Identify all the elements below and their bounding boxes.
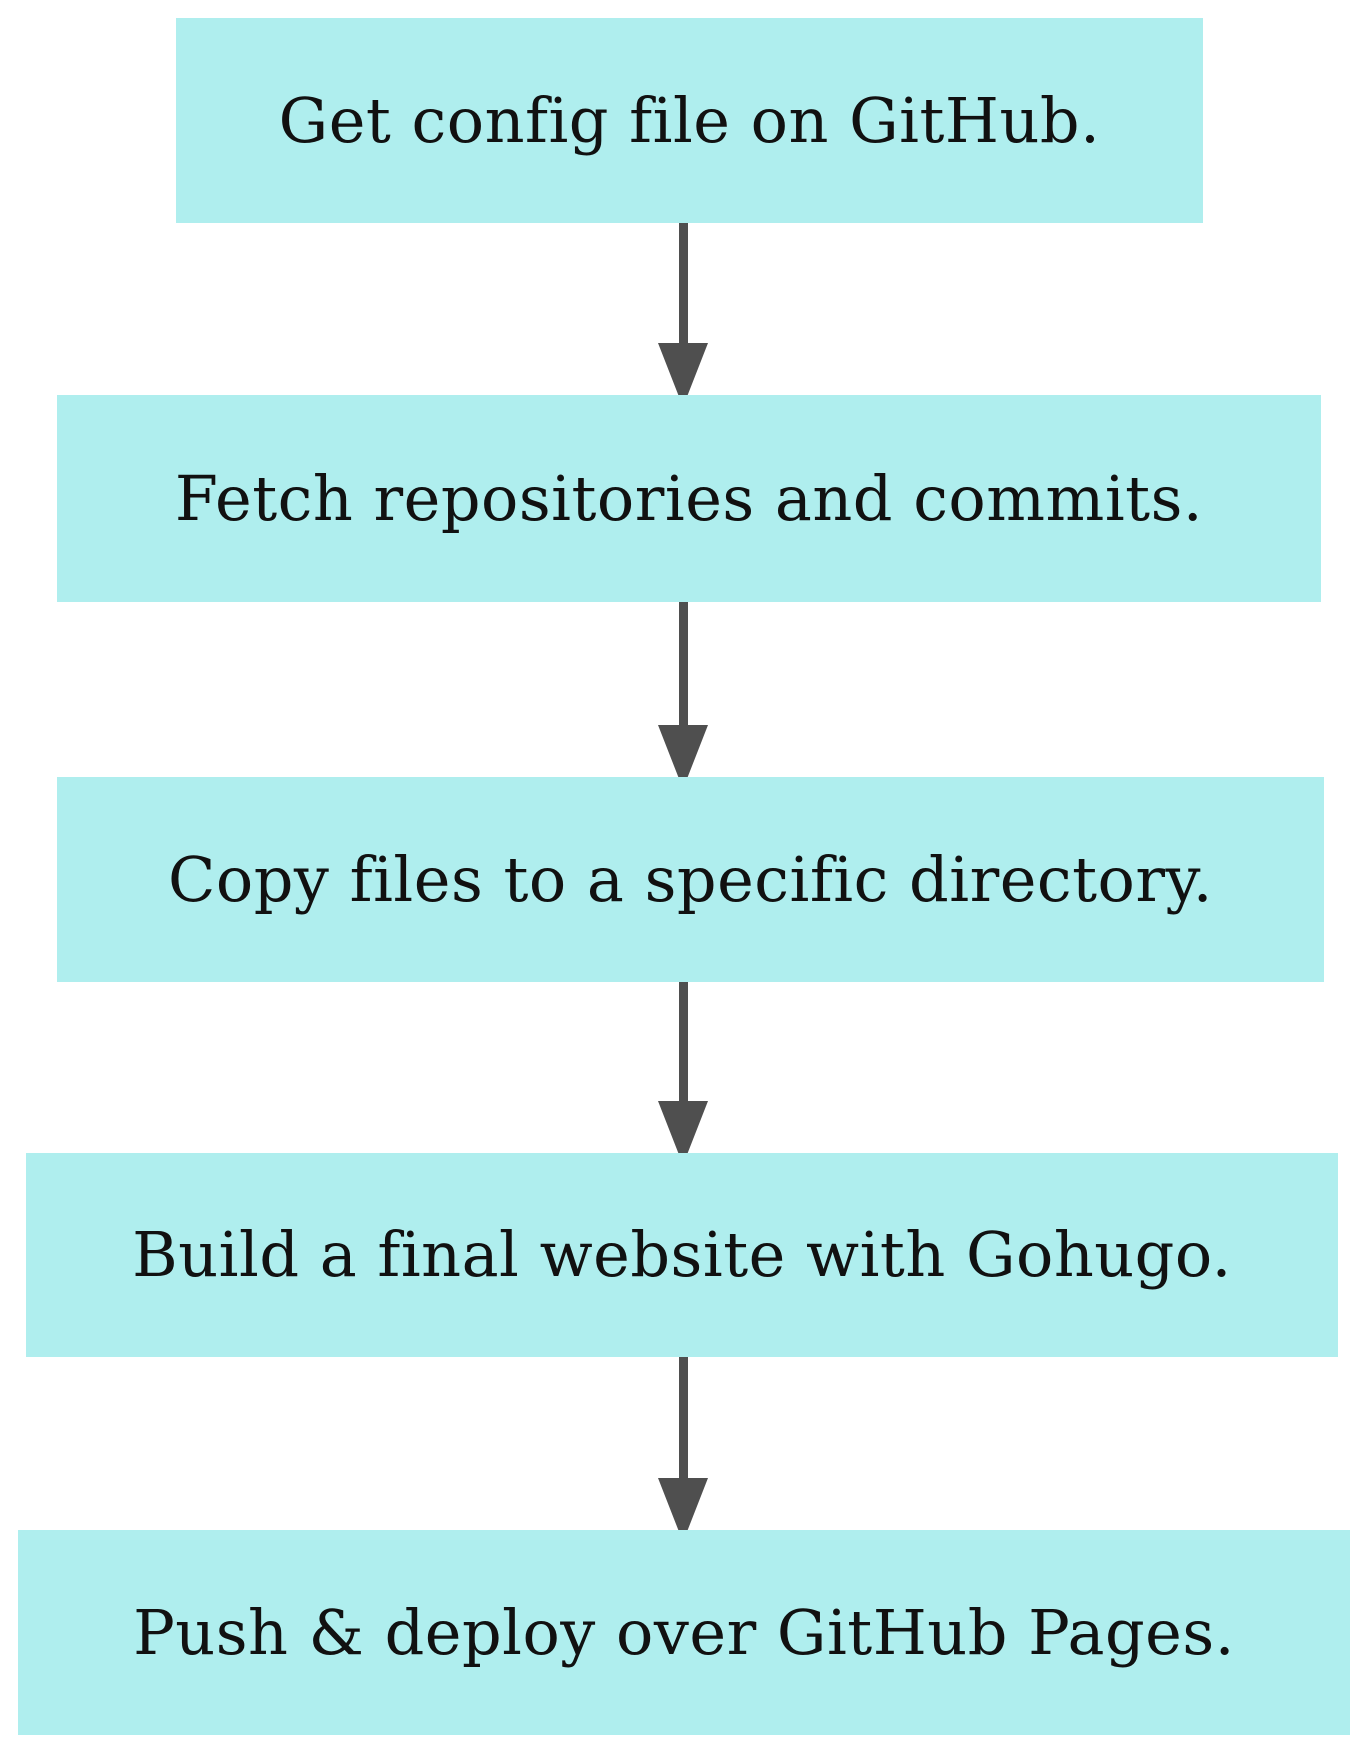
flow-node-label: Copy files to a specific directory. xyxy=(167,842,1214,916)
flow-arrow-3 xyxy=(656,982,710,1165)
flow-node-get-config: Get config file on GitHub. xyxy=(176,18,1203,223)
flow-arrow-2 xyxy=(656,602,710,789)
flow-node-label: Get config file on GitHub. xyxy=(278,83,1101,157)
flow-node-copy-files: Copy files to a specific directory. xyxy=(57,777,1324,982)
arrow-shaft xyxy=(679,602,688,727)
flow-node-label: Push & deploy over GitHub Pages. xyxy=(133,1595,1235,1669)
flow-arrow-1 xyxy=(656,223,710,407)
flow-node-label: Fetch repositories and commits. xyxy=(174,461,1204,535)
flow-arrow-4 xyxy=(656,1357,710,1542)
flow-node-label: Build a final website with Gohugo. xyxy=(132,1218,1232,1292)
arrow-shaft xyxy=(679,223,688,345)
flow-node-build-website: Build a final website with Gohugo. xyxy=(26,1153,1338,1357)
flow-node-push-deploy: Push & deploy over GitHub Pages. xyxy=(18,1530,1350,1735)
arrow-shaft xyxy=(679,982,688,1103)
flow-node-fetch-repos: Fetch repositories and commits. xyxy=(57,395,1321,602)
arrow-shaft xyxy=(679,1357,688,1480)
